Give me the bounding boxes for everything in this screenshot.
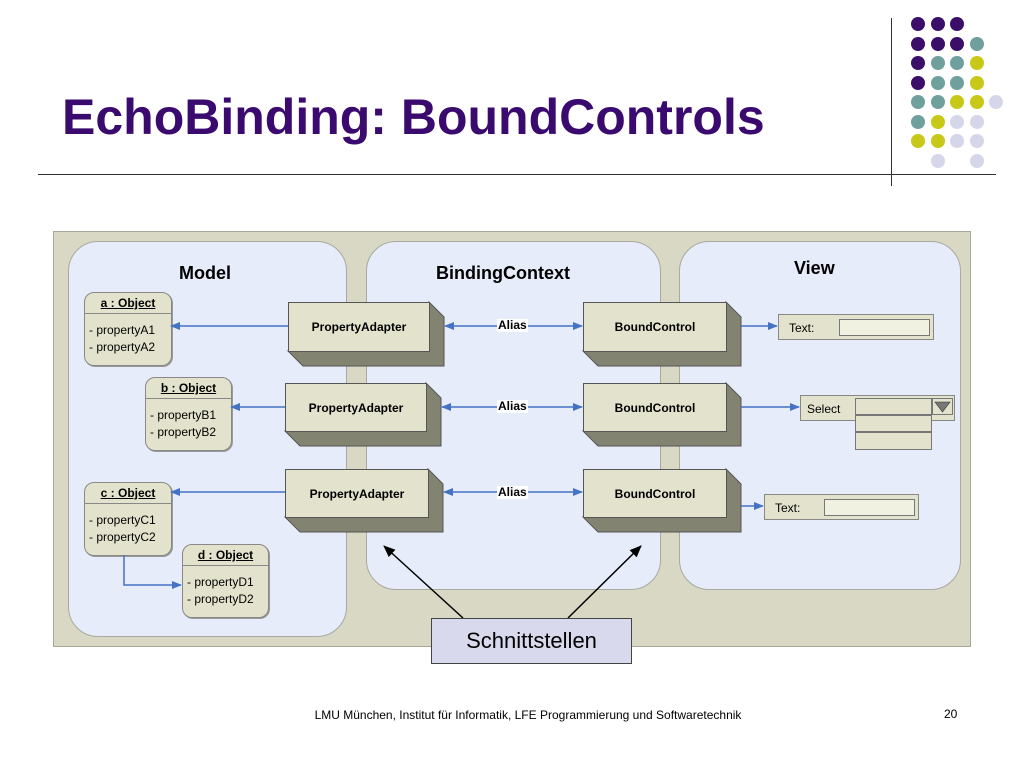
object-b-property-2: - propertyB2 (150, 425, 217, 439)
object-d: d : Object - propertyD1 - propertyD2 (182, 544, 269, 618)
decor-dot (950, 114, 964, 129)
text-widget-1: Text: (778, 314, 934, 340)
vertical-divider (891, 18, 892, 186)
decor-dot (969, 56, 984, 70)
text-widget-2-label: Text: (775, 501, 801, 515)
decor-dot (969, 114, 984, 129)
decor-dot (930, 75, 945, 90)
decor-dot (989, 95, 1003, 109)
decor-dot (930, 56, 945, 70)
decor-dot (950, 56, 964, 70)
decor-dot (911, 75, 925, 90)
view-panel-title: View (794, 258, 835, 278)
bound-control-3-label: BoundControl (583, 469, 727, 518)
select-widget-value-cell (855, 398, 932, 415)
object-a-title: a : Object (85, 293, 171, 314)
decor-dot (950, 75, 964, 90)
decor-dot (930, 134, 945, 148)
object-a: a : Object - propertyA1 - propertyA2 (84, 292, 172, 366)
alias-label-2: Alias (497, 399, 528, 413)
object-d-property-2: - propertyD2 (187, 592, 254, 606)
chevron-down-icon (932, 398, 953, 415)
decor-dot (969, 36, 984, 51)
object-c-property-2: - propertyC2 (89, 530, 156, 544)
model-panel-title: Model (179, 263, 231, 283)
object-b-property-1: - propertyB1 (150, 408, 217, 422)
object-d-title: d : Object (183, 545, 268, 566)
binding-context-panel-title: BindingContext (436, 263, 570, 283)
select-widget-label: Select (807, 402, 841, 416)
object-c-title: c : Object (85, 483, 171, 504)
object-a-property-1: - propertyA1 (89, 323, 156, 337)
text-widget-2: Text: (764, 494, 919, 520)
decor-dot (969, 95, 984, 109)
decor-dot (950, 95, 964, 109)
object-c-property-1: - propertyC1 (89, 513, 156, 527)
decor-dot (950, 17, 964, 31)
object-a-property-2: - propertyA2 (89, 340, 156, 354)
object-b: b : Object - propertyB1 - propertyB2 (145, 377, 232, 451)
property-adapter-3-label: PropertyAdapter (285, 469, 429, 518)
decor-dot (911, 56, 925, 70)
decor-dot (911, 95, 925, 109)
object-c: c : Object - propertyC1 - propertyC2 (84, 482, 172, 556)
alias-label-3: Alias (497, 485, 528, 499)
property-adapter-2-label: PropertyAdapter (285, 383, 427, 432)
object-d-property-1: - propertyD1 (187, 575, 254, 589)
decor-dot (930, 153, 945, 168)
select-widget-option-1 (855, 415, 932, 432)
decor-dot (911, 36, 925, 51)
decor-dot (911, 114, 925, 129)
decor-dot (930, 36, 945, 51)
alias-label-1: Alias (497, 318, 528, 332)
interfaces-callout: Schnittstellen (431, 618, 632, 664)
slide-title: EchoBinding: BoundControls (62, 89, 765, 145)
text-widget-2-field (824, 499, 915, 516)
decor-dot (969, 153, 984, 168)
bound-control-2-label: BoundControl (583, 383, 727, 432)
text-widget-1-label: Text: (789, 321, 815, 335)
decor-dot (969, 134, 984, 148)
decor-dot (969, 75, 984, 90)
decor-dot (950, 36, 964, 51)
footer-text: LMU München, Institut für Informatik, LF… (314, 708, 742, 722)
select-widget-option-2 (855, 432, 932, 450)
decor-dot (930, 95, 945, 109)
decor-dot (950, 134, 964, 148)
title-divider (38, 174, 996, 175)
bound-control-1-label: BoundControl (583, 302, 727, 352)
text-widget-1-field (839, 319, 930, 336)
decor-dot (911, 134, 925, 148)
property-adapter-1-label: PropertyAdapter (288, 302, 430, 352)
decor-dot (930, 17, 945, 31)
decor-dot (911, 17, 925, 31)
decor-dot (930, 114, 945, 129)
object-b-title: b : Object (146, 378, 231, 399)
page-number: 20 (944, 707, 958, 721)
